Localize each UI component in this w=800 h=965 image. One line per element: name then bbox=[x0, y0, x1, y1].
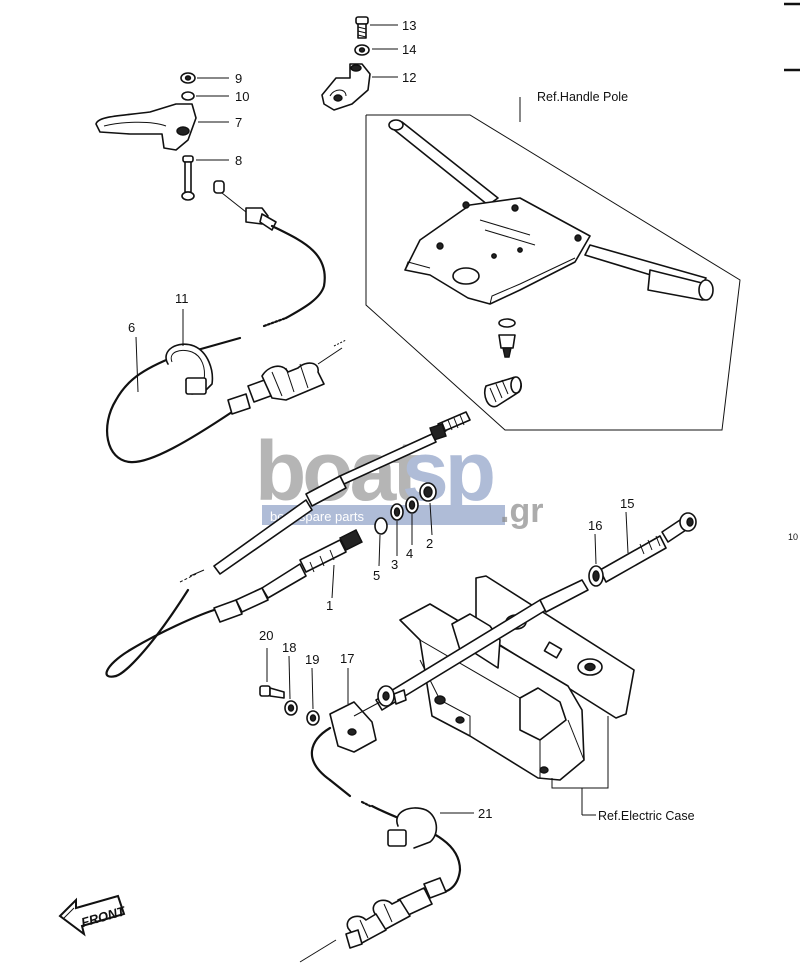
label-9: 9 bbox=[235, 71, 242, 86]
label-6: 6 bbox=[128, 320, 135, 335]
part-19-washer: 19 bbox=[305, 652, 320, 726]
handle-pole-label: Ref.Handle Pole bbox=[537, 90, 628, 104]
label-3: 3 bbox=[391, 557, 398, 572]
label-11: 11 bbox=[175, 291, 189, 306]
label-10: 10 bbox=[235, 89, 249, 104]
watermark-band bbox=[262, 505, 505, 525]
handle-pole-outline bbox=[365, 114, 741, 431]
electric-case-bracket bbox=[551, 716, 609, 789]
label-18: 18 bbox=[282, 640, 296, 655]
handle-pole-reference: Ref.Handle Pole bbox=[365, 90, 741, 431]
part-1-cable: 1 bbox=[105, 411, 471, 678]
label-4: 4 bbox=[406, 546, 413, 561]
watermark-domain: .gr bbox=[500, 492, 543, 530]
handle-bar bbox=[388, 119, 714, 305]
part-10-washer: 10 bbox=[181, 89, 249, 104]
part-4-washer: 4 bbox=[405, 496, 419, 561]
part-15-cable: 15 bbox=[375, 496, 697, 711]
label-5: 5 bbox=[373, 568, 380, 583]
part-2-nut: 2 bbox=[419, 482, 437, 551]
label-2: 2 bbox=[426, 536, 433, 551]
label-12: 12 bbox=[402, 70, 416, 85]
part-14-nut: 14 bbox=[354, 42, 416, 57]
edge-marks: 10 bbox=[784, 2, 800, 542]
part-9-nut: 9 bbox=[180, 71, 242, 86]
label-21: 21 bbox=[478, 806, 492, 821]
part-18-washer: 18 bbox=[282, 640, 298, 716]
electric-case-label: Ref.Electric Case bbox=[598, 809, 695, 823]
part-3-washer: 3 bbox=[390, 503, 404, 572]
label-15: 15 bbox=[620, 496, 634, 511]
label-1: 1 bbox=[326, 598, 333, 613]
label-20: 20 bbox=[259, 628, 273, 643]
label-8: 8 bbox=[235, 153, 242, 168]
label-14: 14 bbox=[402, 42, 416, 57]
part-20-bolt: 20 bbox=[259, 628, 285, 699]
electric-case: Ref.Electric Case bbox=[399, 575, 695, 823]
label-13: 13 bbox=[402, 18, 416, 33]
part-16-washer: 16 bbox=[588, 518, 604, 587]
label-19: 19 bbox=[305, 652, 319, 667]
part-7-bracket: 7 bbox=[95, 103, 242, 151]
watermark-word-a: boat bbox=[255, 424, 419, 518]
front-arrow: FRONT bbox=[58, 894, 128, 937]
pole-fitting bbox=[483, 318, 522, 408]
label-17: 17 bbox=[340, 651, 354, 666]
label-16: 16 bbox=[588, 518, 602, 533]
part-6-cable: 6 bbox=[106, 180, 347, 464]
part-17-bracket: 17 bbox=[329, 651, 377, 753]
part-8-bolt: 8 bbox=[181, 153, 242, 201]
label-7: 7 bbox=[235, 115, 242, 130]
part-13-screw: 13 bbox=[355, 16, 416, 39]
part-21-cable: 21 bbox=[299, 685, 492, 963]
part-11-clamp: 11 bbox=[165, 291, 214, 395]
edge-text: 10 bbox=[788, 532, 798, 542]
part-12-clamp: 12 bbox=[321, 63, 416, 111]
part-5-oring: 5 bbox=[373, 517, 388, 583]
